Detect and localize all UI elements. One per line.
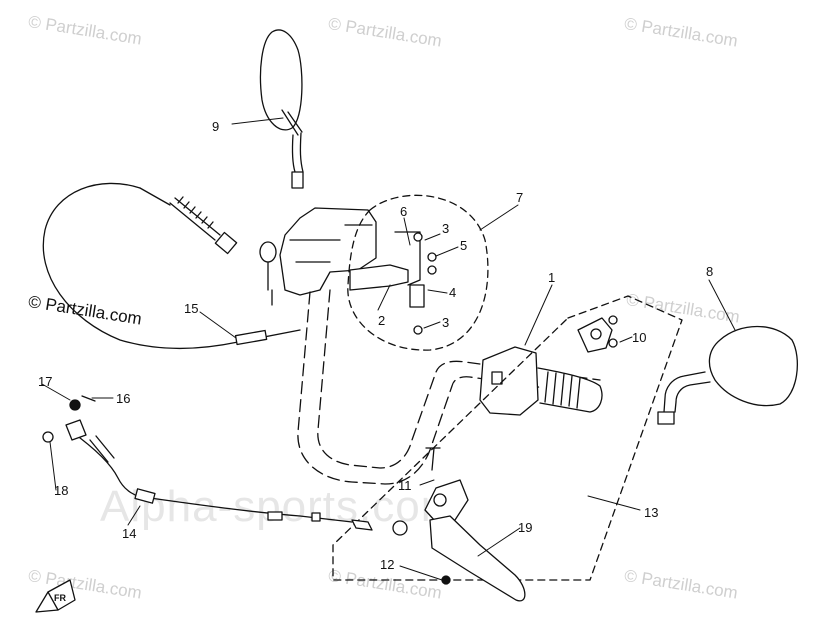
leader-lines [41,117,736,581]
callout-11: 11 [398,478,412,493]
group-outline-7 [347,194,489,351]
callout-14: 14 [122,526,136,541]
group-outline-13 [332,295,683,581]
callout-17: 17 [38,374,52,389]
callout-3b: 3 [442,315,449,330]
callout-5: 5 [460,238,467,253]
callout-16: 16 [116,391,130,406]
callout-6: 6 [400,204,407,219]
throttle-cable-adjuster [234,329,268,346]
mirror-clamp [577,315,618,353]
callout-10: 10 [632,330,646,345]
brake-lever-assembly [351,447,526,602]
callout-4: 4 [449,285,456,300]
right-switch-housing [479,346,603,416]
cable-spring [169,196,238,255]
callout-8: 8 [706,264,713,279]
callout-9: 9 [212,119,219,134]
left-mirror [259,29,304,189]
throttle-housing [259,207,377,306]
callout-numbers: 1 2 3 3 4 5 6 7 8 9 10 11 12 13 14 15 16… [38,119,713,603]
right-mirror [657,325,798,425]
front-direction-icon [35,579,76,613]
callout-2: 2 [378,313,385,328]
callout-7: 7 [516,190,523,205]
callout-19: 19 [518,520,532,535]
callout-15: 15 [184,301,198,316]
callout-13: 13 [644,505,658,520]
callout-3a: 3 [442,221,449,236]
throttle-bracket [349,231,437,335]
cable-end-14 [65,419,156,504]
handlebar [317,289,601,469]
callout-18: 18 [54,483,68,498]
throttle-cable [42,182,239,350]
front-direction-label: FR [54,593,66,603]
callout-1: 1 [548,270,555,285]
brake-cable [149,497,353,523]
callout-12: 12 [380,557,394,572]
